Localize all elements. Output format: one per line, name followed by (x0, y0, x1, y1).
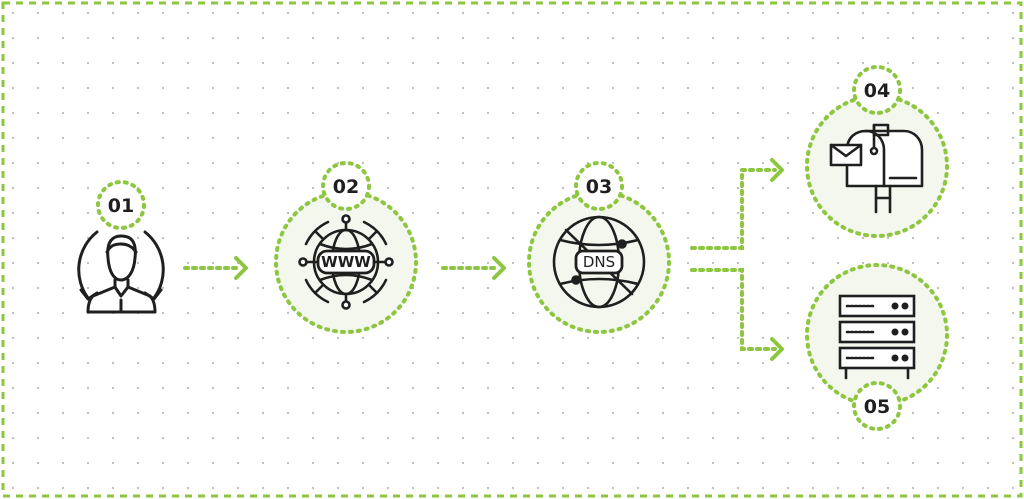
www-label: WWW (321, 253, 371, 271)
stage-number: 01 (108, 195, 134, 217)
arrow-head-icon (770, 158, 784, 182)
stage-01: 01 (77, 180, 165, 314)
stage-04: 04 (805, 65, 949, 238)
stage-number: 05 (864, 396, 890, 418)
dns-label: DNS (583, 253, 615, 271)
arrow-head-icon (770, 337, 784, 361)
stage-number-badge (321, 161, 371, 211)
stage-number-badge (852, 65, 902, 115)
stage-03: DNS 03 (527, 161, 671, 334)
server-rack-icon (838, 294, 916, 380)
stage-number: 04 (864, 80, 890, 102)
stage-number: 03 (586, 176, 612, 198)
stage-number-badge (96, 180, 146, 230)
dns-globe-icon (552, 215, 646, 309)
arrow-head-icon (234, 256, 248, 280)
stage-number-badge (852, 381, 902, 431)
stage-02: WWW 02 (274, 161, 418, 334)
www-globe-icon (298, 214, 394, 310)
stage-05: 05 (805, 263, 949, 431)
connector-03-04 (690, 158, 784, 250)
connector-01-02 (183, 256, 248, 280)
dot-grid-background (6, 6, 1018, 493)
connector-03-05 (690, 268, 784, 361)
mailbox-icon (829, 123, 924, 214)
connector-02-03 (441, 256, 506, 280)
user-refresh-icon (77, 230, 165, 314)
stage-number: 02 (333, 176, 359, 198)
arrow-head-icon (492, 256, 506, 280)
stage-number-badge (574, 161, 624, 211)
